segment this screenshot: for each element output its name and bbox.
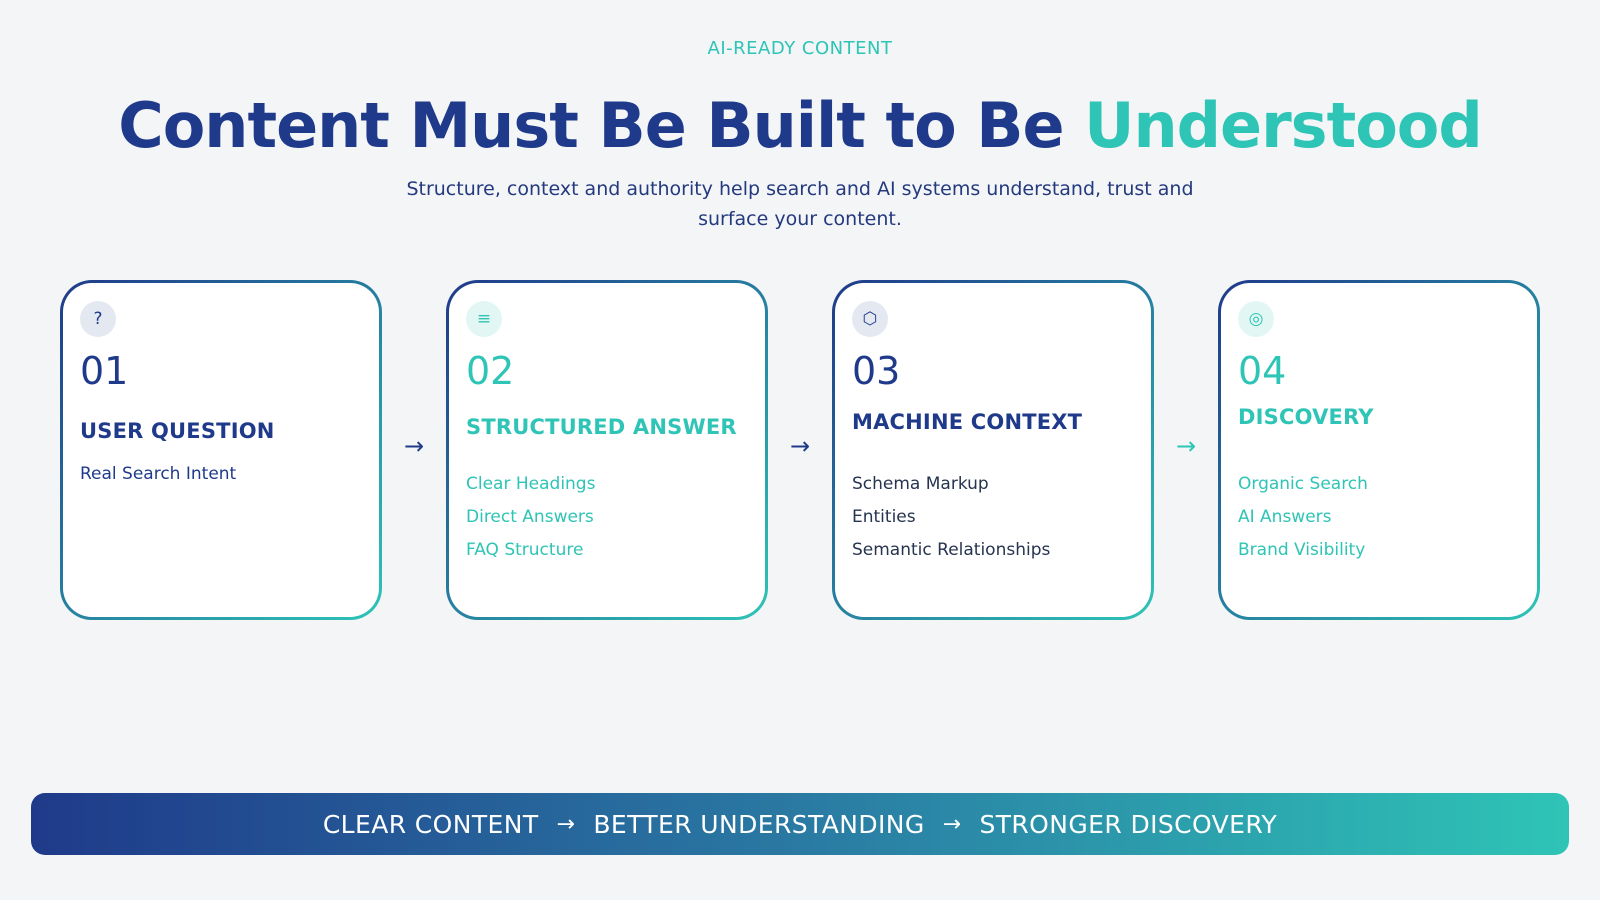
step-title: STRUCTURED ANSWER [466, 415, 737, 439]
step-item: Semantic Relationships [852, 540, 1051, 560]
step-card-structured-answer: ≡ 02 STRUCTURED ANSWER Clear Headings Di… [446, 280, 768, 620]
question-icon: ? [80, 301, 116, 337]
step-items: Clear Headings Direct Answers FAQ Struct… [466, 468, 595, 567]
step-item: Direct Answers [466, 507, 594, 527]
step-item: Real Search Intent [80, 464, 237, 484]
headline-main: Content Must Be Built to Be [118, 89, 1085, 162]
step-items: Organic Search AI Answers Brand Visibili… [1238, 468, 1368, 567]
headline-accent: Understood [1084, 89, 1483, 162]
step-item: FAQ Structure [466, 540, 584, 560]
step-number: 04 [1238, 349, 1287, 393]
step-item: Brand Visibility [1238, 540, 1366, 560]
step-items: Schema Markup Entities Semantic Relation… [852, 468, 1050, 567]
step-card-discovery: ◎ 04 DISCOVERY Organic Search AI Answers… [1218, 280, 1540, 620]
step-title: DISCOVERY [1238, 405, 1374, 429]
step-item: AI Answers [1238, 507, 1332, 527]
banner-step-stronger-discovery: STRONGER DISCOVERY [979, 809, 1278, 839]
step-items: Real Search Intent [80, 458, 236, 491]
arrow-right-icon: → [1175, 432, 1197, 460]
arrow-right-icon: → [942, 811, 962, 837]
page-title: Content Must Be Built to Be Understood [0, 88, 1600, 164]
hexagon-icon: ⬡ [852, 301, 888, 337]
arrow-right-icon: → [556, 811, 576, 837]
step-card-user-question: ? 01 USER QUESTION Real Search Intent [60, 280, 382, 620]
summary-banner: CLEAR CONTENT → BETTER UNDERSTANDING → S… [31, 793, 1569, 855]
arrow-right-icon: → [789, 432, 811, 460]
banner-step-clear-content: CLEAR CONTENT [322, 809, 539, 839]
step-number: 03 [852, 349, 901, 393]
step-card-machine-context: ⬡ 03 MACHINE CONTEXT Schema Markup Entit… [832, 280, 1154, 620]
step-item: Schema Markup [852, 474, 989, 494]
step-item: Clear Headings [466, 474, 596, 494]
eyebrow-label: AI-READY CONTENT [707, 38, 893, 59]
step-number: 01 [80, 349, 129, 393]
step-item: Organic Search [1238, 474, 1368, 494]
step-item: Entities [852, 507, 916, 527]
step-title: USER QUESTION [80, 419, 275, 443]
list-icon: ≡ [466, 301, 502, 337]
target-icon: ◎ [1238, 301, 1274, 337]
step-number: 02 [466, 349, 515, 393]
arrow-right-icon: → [403, 432, 425, 460]
step-title: MACHINE CONTEXT [852, 410, 1083, 434]
page-subtitle: Structure, context and authority help se… [406, 178, 1194, 230]
banner-step-better-understanding: BETTER UNDERSTANDING [593, 809, 925, 839]
